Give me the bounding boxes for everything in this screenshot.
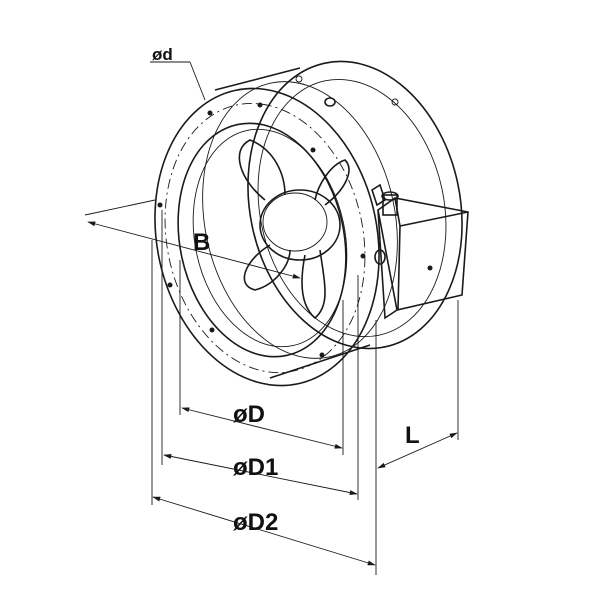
dimension-lines (84, 61, 459, 575)
motor-hub (259, 189, 341, 261)
label-inner-diameter: øD (233, 401, 265, 428)
fan-housing (202, 67, 398, 379)
junction-box (371, 183, 469, 320)
cable-gland (382, 194, 398, 216)
label-bolt-hole: ød (152, 45, 173, 64)
label-bolt-spacing: B (193, 229, 210, 256)
label-bolt-circle-diameter: øD1 (233, 454, 278, 481)
label-length: L (405, 422, 420, 449)
impeller (238, 139, 350, 320)
back-flange (247, 60, 463, 350)
bolt-holes (157, 102, 366, 358)
label-outer-diameter: øD2 (233, 509, 278, 536)
